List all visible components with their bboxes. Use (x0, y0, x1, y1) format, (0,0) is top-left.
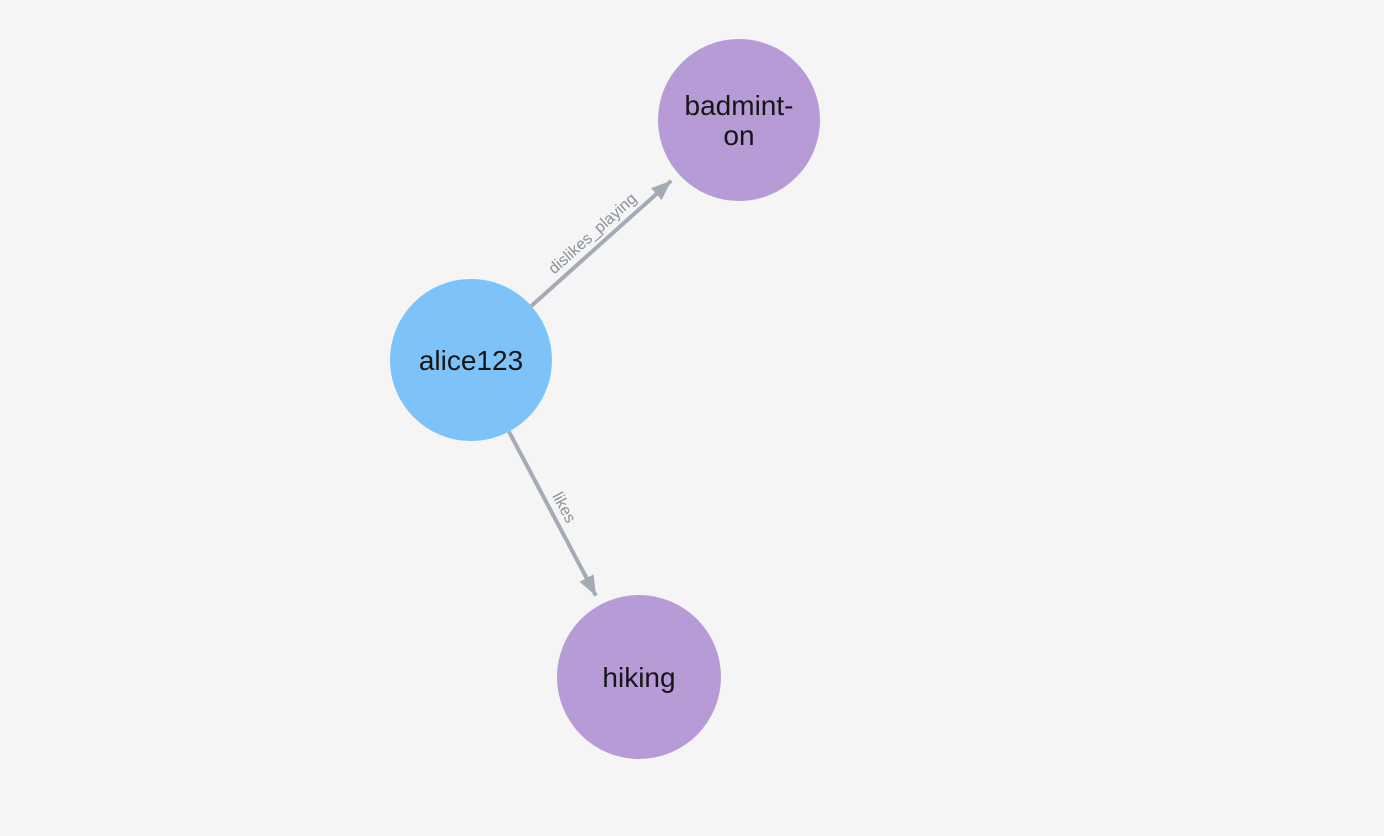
graph-edge-likes[interactable]: likes (507, 430, 598, 597)
edge-label[interactable]: likes (548, 490, 578, 526)
graph-node-hiking[interactable]: hiking (557, 595, 721, 759)
graph-edge-dislikes_playing[interactable]: dislikes_playing (530, 179, 673, 308)
edge-line-dislikes_playing[interactable] (530, 179, 673, 308)
edge-line-likes[interactable] (507, 430, 598, 597)
node-circle-badminton[interactable] (658, 39, 820, 201)
graph-node-badminton[interactable]: badmint-on (658, 39, 820, 201)
graph-node-alice123[interactable]: alice123 (390, 279, 552, 441)
node-circle-alice123[interactable] (390, 279, 552, 441)
edge-label[interactable]: dislikes_playing (546, 190, 641, 277)
node-circle-hiking[interactable] (557, 595, 721, 759)
